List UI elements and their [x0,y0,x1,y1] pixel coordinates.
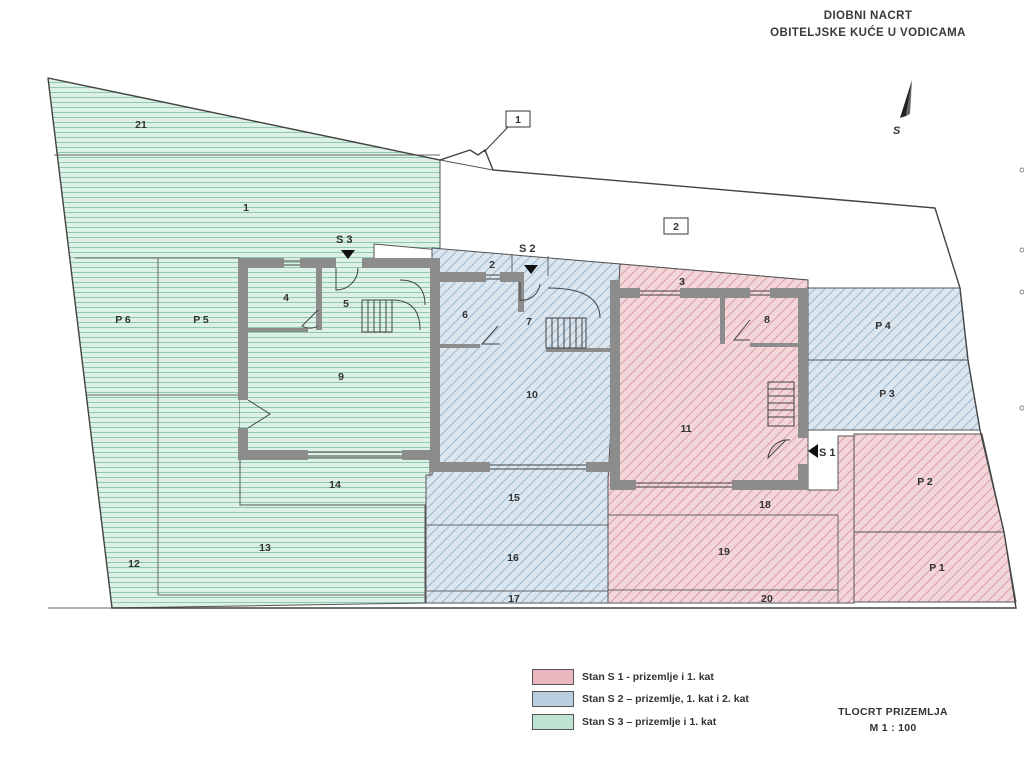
legend-item-s1: Stan S 1 - prizemlje i 1. kat [532,668,714,686]
legend-swatch-s3 [532,714,574,730]
plot-marker-1-box [505,110,531,128]
legend-item-s2: Stan S 2 – prizemlje, 1. kat i 2. kat [532,690,749,708]
footer-scale: M 1 : 100 [869,722,917,734]
plot-marker-1: 1 [515,114,521,126]
entrance-s2-icon [524,265,538,274]
doors [247,267,791,460]
room-16: 16 [507,552,519,564]
room-15: 15 [508,492,520,504]
parking-p3: P 3 [879,388,895,400]
room-17: 17 [508,593,520,605]
legend-swatch-s1 [532,669,574,685]
legend-item-s3: Stan S 3 – prizemlje i 1. kat [532,713,716,731]
legend-text-s3: Stan S 3 – prizemlje i 1. kat [582,716,717,728]
entrance-s3-icon [341,250,355,259]
unit-label-s3: S 3 [336,234,353,246]
unit-s1-area [607,263,1017,604]
parking-labels: P 6 P 5 P 4 P 3 P 2 P 1 [115,314,945,574]
parking-p1: P 1 [929,562,945,574]
footer-line-1: TLOCRT PRIZEMLJA [838,706,948,718]
legend-text-s1: Stan S 1 - prizemlje i 1. kat [582,671,714,683]
room-9: 9 [338,371,344,383]
legend-swatch-s2 [532,691,574,707]
unit-label-s2: S 2 [519,243,536,255]
legend-text-s2: Stan S 2 – prizemlje, 1. kat i 2. kat [582,693,749,705]
parking-p6: P 6 [115,314,131,326]
room-12: 12 [128,558,140,570]
drawing-title: DIOBNI NACRT OBITELJSKE KUĆE U VODICAMA [768,8,968,42]
title-line-1: DIOBNI NACRT [823,10,913,22]
parking-p4: P 4 [875,320,891,332]
plot-marker-2: 2 [673,221,679,233]
room-4: 4 [283,292,289,304]
room-20: 20 [761,593,773,605]
plot-boundary [47,77,1017,609]
room-3: 3 [679,276,685,288]
room-18: 18 [759,499,771,511]
north-arrow-icon [900,80,912,118]
title-line-2: OBITELJSKE KUĆE U VODICAMA [770,27,966,39]
room-19: 19 [718,546,730,558]
room-1: 1 [243,202,249,214]
plot-marker-2-box [663,217,689,235]
parking-p5: P 5 [193,314,209,326]
room-14: 14 [329,479,341,491]
house-walls [238,258,808,490]
room-6: 6 [462,309,468,321]
room-labels: 21 1 2 3 4 5 6 7 8 9 10 11 12 13 14 15 1… [128,119,773,605]
room-7: 7 [526,316,532,328]
room-11: 11 [680,423,691,435]
margin-marks [1019,167,1024,411]
room-8: 8 [764,314,770,326]
windows [284,260,770,488]
unit-s3-area [47,77,441,609]
staircases [361,279,795,427]
parking-p2: P 2 [917,476,933,488]
unit-s2-area [425,247,981,604]
room-2: 2 [489,259,495,271]
north-arrow-letter: S [893,125,901,137]
unit-label-s1: S 1 [819,447,836,459]
room-13: 13 [259,542,271,554]
drawing-footer: TLOCRT PRIZEMLJA M 1 : 100 [818,704,968,736]
entrance-s1-icon [808,444,818,458]
room-5: 5 [343,298,349,310]
room-10: 10 [526,389,538,401]
room-21: 21 [135,119,147,131]
